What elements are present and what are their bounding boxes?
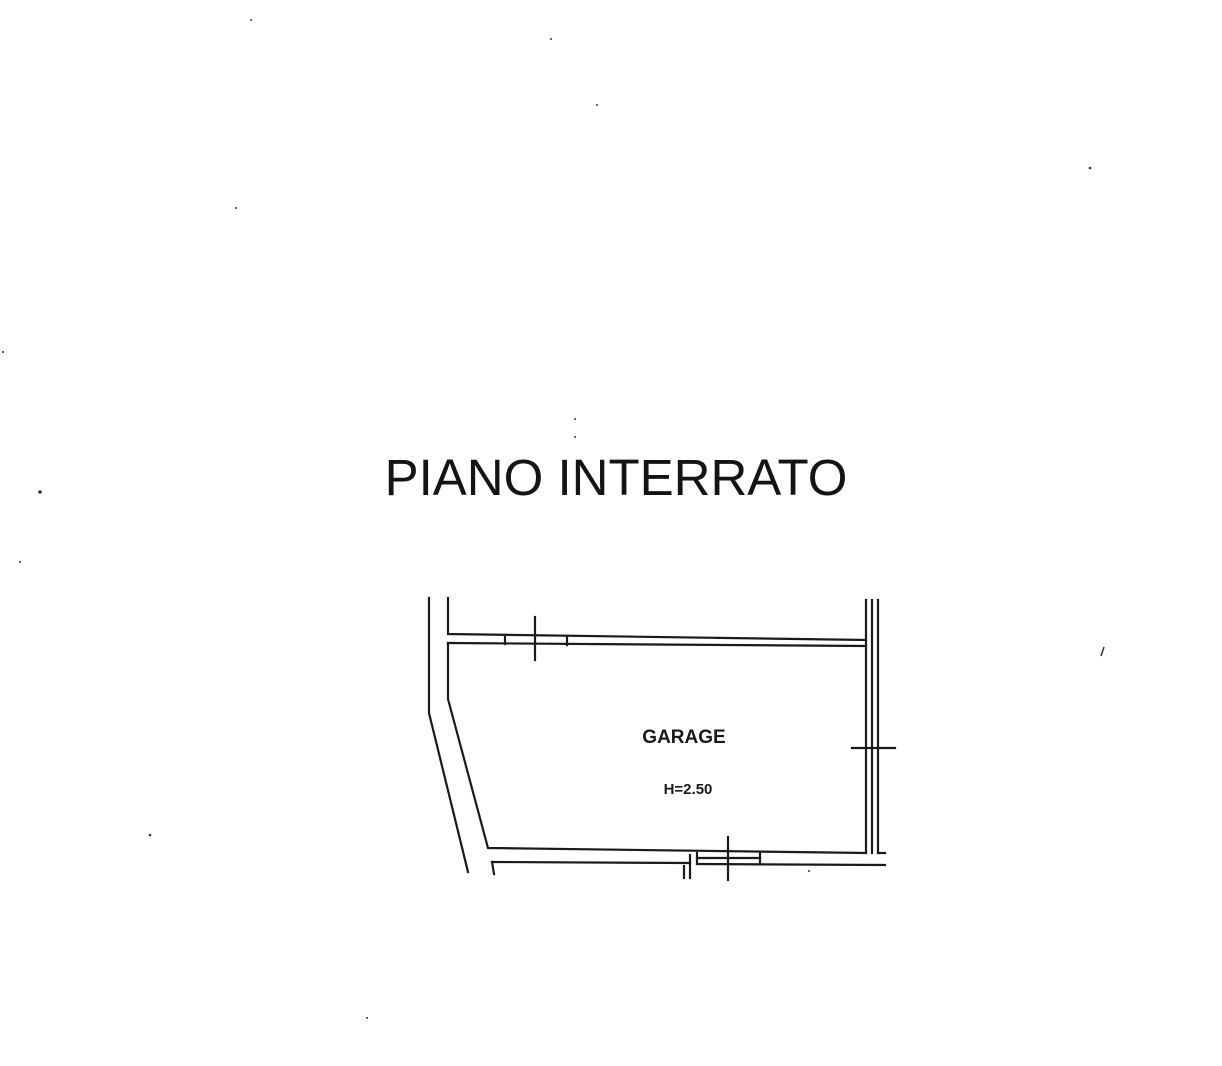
scan-specks [2,19,1105,1019]
garage-walls [427,596,897,882]
bottom-wall-outer [490,860,692,865]
top-wall-inner [446,641,868,648]
bottom-wall-stub-left [490,860,496,876]
floor-title: PIANO INTERRATO [384,449,848,506]
bottom-wall-right [695,862,887,867]
left-wall-inner-lower [446,641,868,855]
left-wall-outer [427,596,470,874]
room-name-garage: GARAGE [642,727,725,748]
room-height-garage: H=2.50 [664,781,713,798]
left-wall-inner [446,596,868,642]
